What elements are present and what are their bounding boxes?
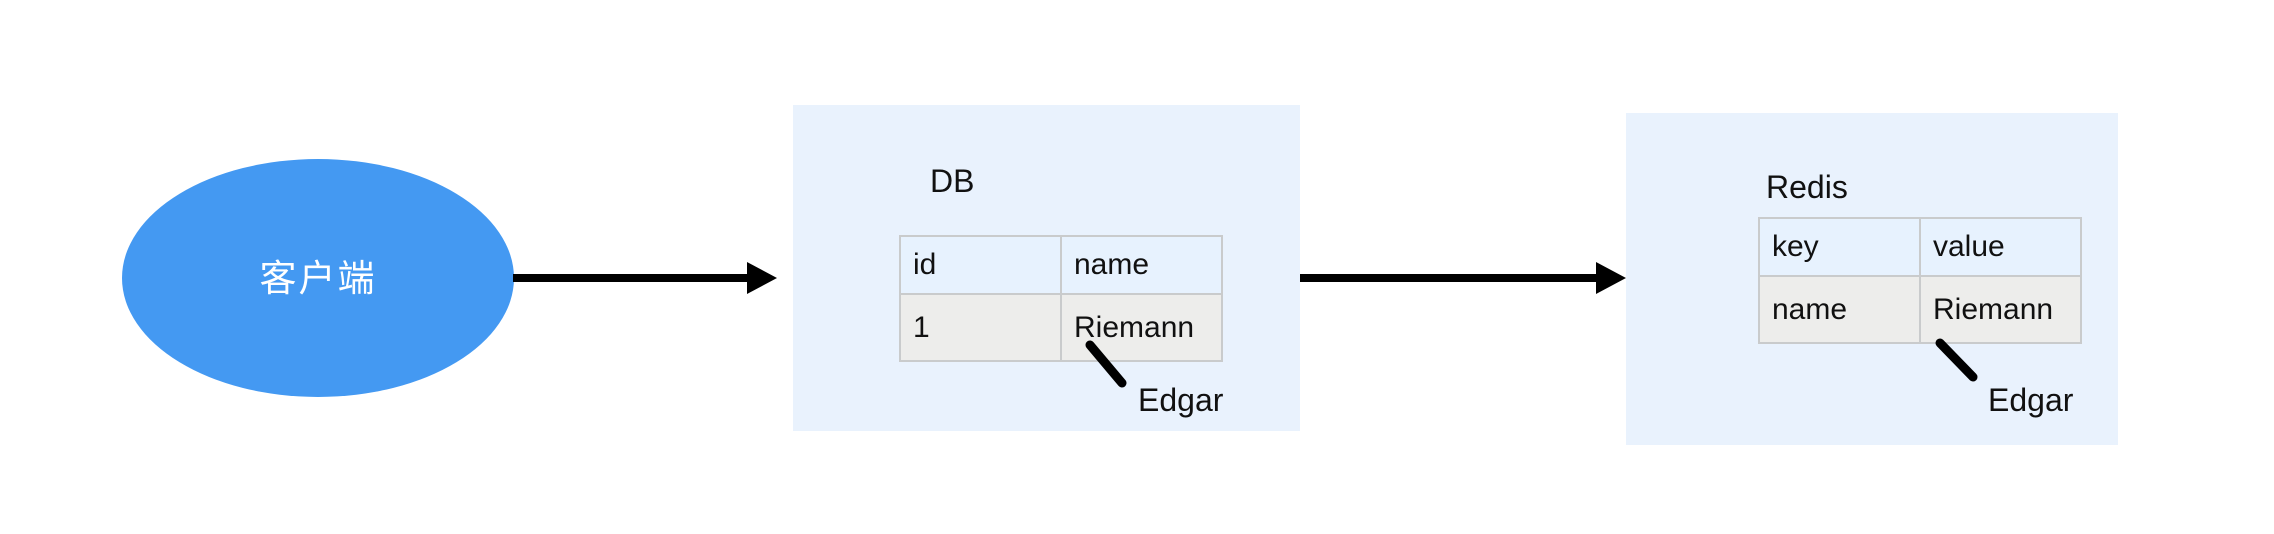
db-header-cell-id: id [899,235,1062,295]
client-label: 客户端 [259,257,377,299]
redis-table-header-row: key value [1758,217,2082,277]
redis-table-data-row: name Riemann [1758,275,2082,344]
redis-leader-line [1935,338,1978,382]
db-header-cell-name: name [1060,235,1223,295]
db-table: id name 1 Riemann [899,235,1223,362]
redis-panel: Redis key value name Riemann Edgar [1626,113,2118,445]
client-node: 客户端 [122,159,514,397]
redis-cell-key: name [1758,275,1921,344]
arrow-right-icon [513,262,777,294]
redis-cell-value: Riemann [1919,275,2082,344]
db-cell-name: Riemann [1060,293,1223,362]
db-table-data-row: 1 Riemann [899,293,1223,362]
redis-panel-title: Redis [1766,169,1848,205]
redis-header-cell-value: value [1919,217,2082,277]
db-panel: DB id name 1 Riemann Edgar [793,105,1300,431]
db-cell-id: 1 [899,293,1062,362]
db-panel-title: DB [930,163,975,199]
redis-header-cell-key: key [1758,217,1921,277]
arrow-right-icon [1300,262,1626,294]
db-table-header-row: id name [899,235,1223,295]
redis-table: key value name Riemann [1758,217,2082,344]
redis-annotation: Edgar [1988,382,2074,418]
db-annotation: Edgar [1138,382,1224,418]
db-leader-line [1085,340,1127,388]
